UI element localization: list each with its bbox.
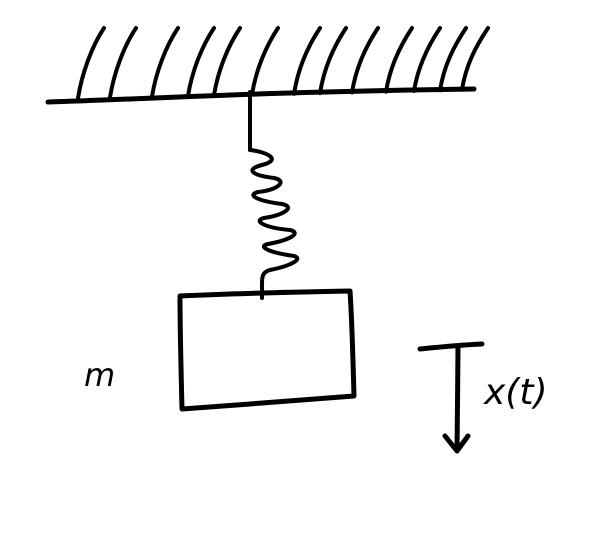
ceiling-hatch-mark	[76, 26, 106, 100]
spring-coil	[248, 148, 300, 300]
ceiling-hatch-mark	[292, 26, 322, 96]
ceiling-hatch-mark	[438, 26, 468, 93]
mass-block-outline	[177, 288, 357, 412]
arrow-head	[442, 433, 471, 454]
mass-label: m	[84, 356, 115, 394]
ceiling-hatch-mark	[350, 26, 380, 95]
ceiling-hatch-mark	[318, 26, 348, 96]
displacement-arrow	[417, 341, 485, 454]
ceiling-hatch-mark	[250, 26, 280, 97]
ceiling-hatch-mark	[412, 26, 442, 93]
mass-block	[177, 288, 357, 412]
spring	[248, 90, 300, 300]
ceiling-support	[45, 26, 490, 105]
arrow-shaft	[454, 344, 461, 453]
displacement-label: x(t)	[483, 372, 548, 413]
ceiling-hatching	[76, 26, 490, 100]
ceiling-hatch-mark	[460, 26, 490, 92]
ceiling-hatch-mark	[384, 26, 414, 94]
ceiling-hatch-mark	[212, 26, 242, 98]
ceiling-hatch-mark	[186, 26, 216, 98]
ceiling-hatch-mark	[150, 26, 180, 99]
arrow-top-bar	[417, 341, 485, 352]
ceiling-hatch-mark	[108, 26, 138, 100]
